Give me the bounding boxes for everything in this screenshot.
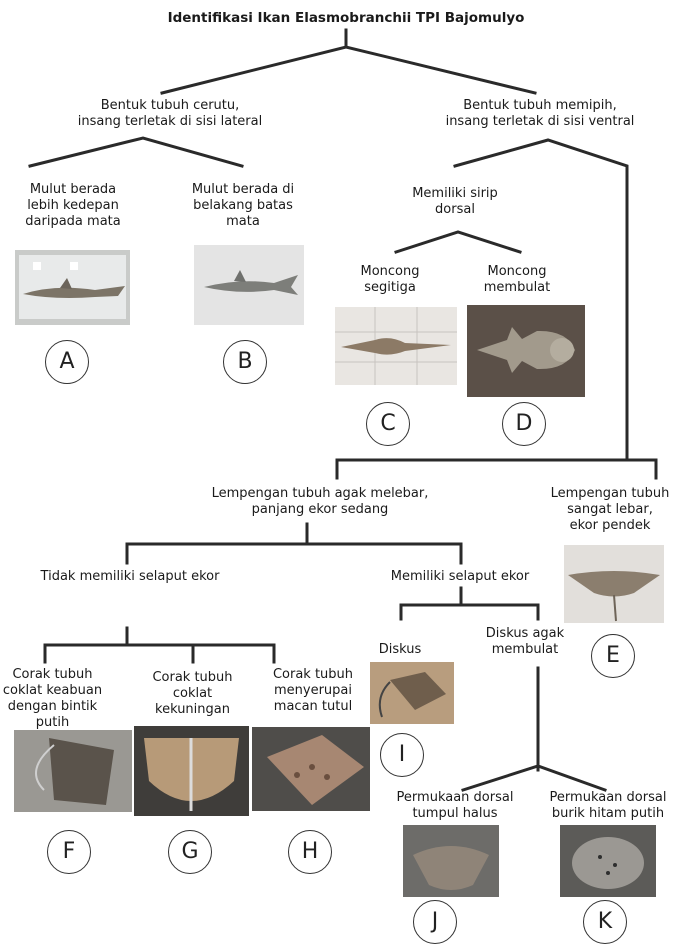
node-diskus-membulat: Diskus agak membulat xyxy=(470,626,580,658)
diagram-title: Identifikasi Ikan Elasmobranchii TPI Baj… xyxy=(80,10,612,26)
photo-g-stingray xyxy=(134,726,249,816)
node-mulut-belakang: Mulut berada di belakang batas mata xyxy=(178,182,308,230)
label-j: J xyxy=(413,900,457,944)
node-sangat-lebar: Lempengan tubuh sangat lebar, ekor pende… xyxy=(540,486,680,534)
label-h: H xyxy=(288,830,332,874)
photo-h-graphic xyxy=(252,727,370,811)
label-g: G xyxy=(168,830,212,874)
photo-i-stingray xyxy=(370,662,454,724)
node-burik: Permukaan dorsal burik hitam putih xyxy=(535,790,681,822)
photo-j-stingray xyxy=(403,825,499,897)
node-tidak-selaput: Tidak memiliki selaput ekor xyxy=(20,569,240,585)
label-c: C xyxy=(366,402,410,446)
photo-g-graphic xyxy=(134,726,249,816)
node-coklat-keabuan: Corak tubuh coklat keabuan dengan bintik… xyxy=(0,667,105,729)
label-i: I xyxy=(380,733,424,777)
photo-d-graphic xyxy=(467,305,585,397)
label-a: A xyxy=(45,340,89,384)
photo-a-graphic xyxy=(15,250,130,325)
photo-k-graphic xyxy=(560,825,656,897)
photo-b-shark xyxy=(194,245,304,325)
label-f: F xyxy=(47,830,91,874)
node-coklat-kekuningan: Corak tubuh coklat kekuningan xyxy=(140,670,245,718)
photo-f-stingray xyxy=(14,730,132,812)
node-tumpul-halus: Permukaan dorsal tumpul halus xyxy=(385,790,525,822)
node-memiliki-selaput: Memiliki selaput ekor xyxy=(370,569,550,585)
photo-c-graphic xyxy=(335,307,457,385)
label-e: E xyxy=(591,634,635,678)
photo-b-graphic xyxy=(194,245,304,325)
photo-k-stingray xyxy=(560,825,656,897)
photo-j-graphic xyxy=(403,825,499,897)
photo-e-butterfly-ray xyxy=(564,545,664,623)
node-mulut-depan: Mulut berada lebih kedepan daripada mata xyxy=(8,182,138,230)
node-diskus: Diskus xyxy=(379,642,422,657)
photo-d-bowmouth xyxy=(467,305,585,397)
label-d: D xyxy=(502,402,546,446)
node-cerutu: Bentuk tubuh cerutu, insang terletak di … xyxy=(40,98,300,130)
photo-f-graphic xyxy=(14,730,132,812)
node-sirip-dorsal: Memiliki sirip dorsal xyxy=(390,186,520,218)
photo-e-graphic xyxy=(564,545,664,623)
label-k: K xyxy=(583,900,627,944)
photo-h-stingray xyxy=(252,727,370,811)
node-moncong-segitiga: Moncong segitiga xyxy=(340,264,440,296)
node-memipih: Bentuk tubuh memipih, insang terletak di… xyxy=(405,98,675,130)
node-macan-tutul: Corak tubuh menyerupai macan tutul xyxy=(258,667,368,715)
photo-c-guitarfish xyxy=(335,307,457,385)
photo-a-shark xyxy=(15,250,130,325)
node-agak-melebar: Lempengan tubuh agak melebar, panjang ek… xyxy=(190,486,450,518)
label-b: B xyxy=(223,340,267,384)
node-moncong-membulat: Moncong membulat xyxy=(462,264,572,296)
photo-i-graphic xyxy=(370,662,454,724)
